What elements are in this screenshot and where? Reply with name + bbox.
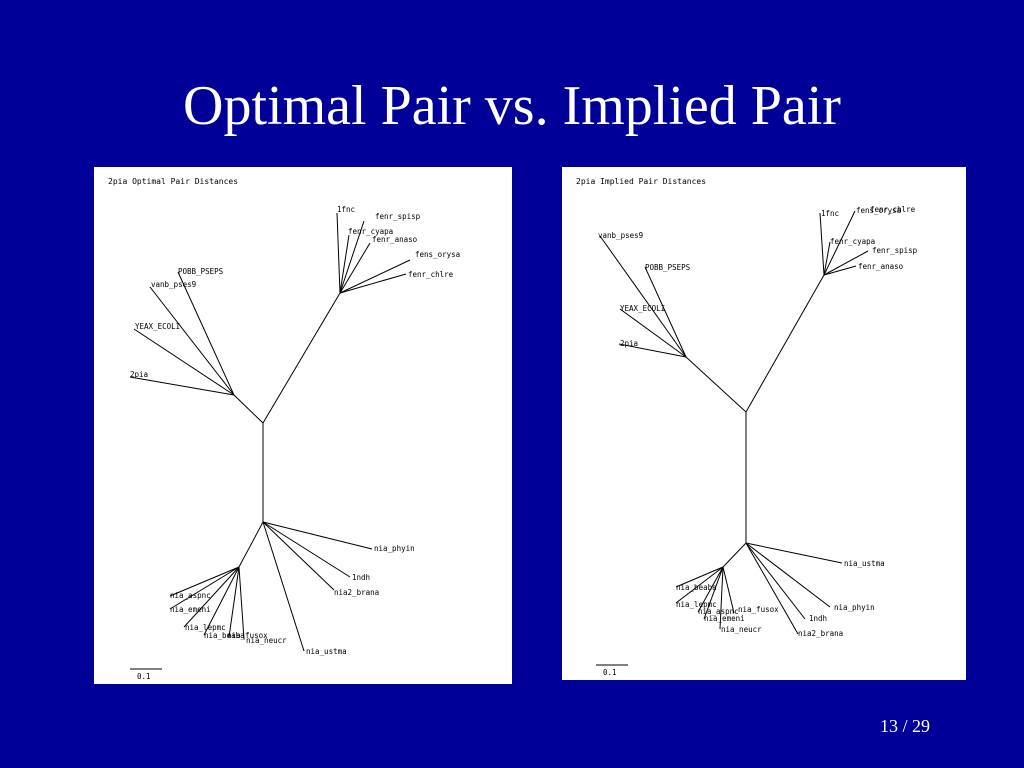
tree-branch (719, 566, 724, 630)
tree-branch (203, 566, 240, 636)
leaf-label: fenr_cyapa (348, 227, 393, 236)
leaf-label: nia_lepmc (185, 623, 226, 632)
leaf-label: fens_orysa (415, 250, 460, 259)
tree-branch (262, 521, 305, 652)
tree-branch (129, 376, 235, 396)
tree-branch (233, 394, 264, 424)
leaf-label: nia_aspnc (170, 591, 211, 600)
leaf-label: fenr_chlre (408, 270, 454, 279)
tree-branch (262, 292, 341, 424)
leaf-label: nia_ustma (844, 559, 885, 568)
leaf-label: nia_phyin (834, 603, 875, 612)
leaf-label: 1fnc (821, 209, 839, 218)
leaf-label: fenr_anaso (858, 262, 904, 271)
leaf-label: 1ndh (809, 614, 827, 623)
implied-pair-tree-panel: 2pia Implied Pair Distances 1fnc (562, 167, 966, 680)
tree-branch (823, 250, 869, 276)
leaf-label: nia_neucr (246, 636, 287, 645)
leaf-label: 2pia (620, 339, 638, 348)
tree-branch (339, 273, 407, 294)
tree-branch (685, 356, 747, 413)
scale-label: 0.1 (137, 672, 151, 681)
tree-branch (336, 212, 341, 294)
tree-branch (339, 220, 365, 294)
tree-branch (675, 566, 724, 588)
optimal-tree-diagram: 1fnc fenr_spisp fenr_cyapa fenr_anaso fe… (129, 205, 460, 681)
tree-branch (262, 521, 335, 591)
leaf-label: fens_orysa (856, 206, 901, 215)
leaf-label: nia_fusox (738, 605, 779, 614)
tree-branch (177, 271, 235, 396)
optimal-pair-tree-panel: 2pia Optimal Pair Distances (94, 167, 512, 684)
leaf-label: nia_ustma (306, 647, 347, 656)
leaf-label: nia_phyin (374, 544, 415, 553)
tree-branch (339, 242, 371, 294)
tree-branch (262, 521, 351, 578)
leaf-label: nia_beaba (204, 631, 245, 640)
tree-branch (339, 259, 411, 294)
tree-branch (745, 274, 825, 413)
leaf-label: nia_emeni (170, 605, 211, 614)
leaf-label: nia_lepmc (676, 600, 717, 609)
tree-branch (819, 212, 825, 276)
scale-label: 0.1 (603, 668, 617, 677)
leaf-label: fenr_spisp (375, 212, 421, 221)
tree-branch (745, 542, 843, 564)
tree-branch (703, 566, 724, 620)
tree-branch (228, 566, 240, 638)
tree-branch (133, 328, 235, 396)
page-number: 13 / 29 (880, 716, 931, 736)
tree-branch (823, 265, 857, 276)
tree-branch (169, 566, 240, 597)
leaf-label: vanb_pses9 (598, 231, 643, 240)
leaf-label: POBB_PSEPS (645, 263, 691, 272)
leaf-label: nia_fusox (227, 631, 268, 640)
slide-title: Optimal Pair vs. Implied Pair (183, 75, 841, 137)
tree-branch (745, 542, 831, 608)
implied-tree-diagram: 1fnc fenr_chlre fens_orysa fenr_cyapa fe… (596, 205, 918, 677)
leaf-label: YEAX_ECOLI (135, 322, 180, 331)
tree-branch (183, 566, 240, 628)
tree-branch (262, 521, 373, 550)
leaf-label: 1ndh (352, 573, 370, 582)
leaf-label: nia2_brana (334, 588, 379, 597)
tree-branch (599, 235, 687, 358)
leaf-label: 1fnc (337, 205, 355, 214)
implied-tree-title: 2pia Implied Pair Distances (576, 177, 707, 186)
tree-branch (238, 521, 264, 568)
tree-branch (618, 343, 687, 358)
leaf-label: nia_aspnc (698, 607, 739, 616)
leaf-label: vanb_pses9 (151, 280, 196, 289)
tree-branch (169, 566, 240, 610)
optimal-tree-title: 2pia Optimal Pair Distances (108, 177, 239, 186)
tree-branch (722, 566, 735, 614)
leaf-label: fenr_cyapa (830, 237, 875, 246)
tree-branch (697, 566, 724, 613)
tree-branch (238, 566, 245, 640)
leaf-label: nia2_brana (798, 629, 843, 638)
leaf-label: nia_emeni (704, 614, 745, 623)
leaf-label: fenr_spisp (872, 246, 918, 255)
tree-branch (619, 308, 687, 358)
leaf-label: nia_beaba (676, 583, 717, 592)
tree-branch (149, 286, 235, 396)
tree-branch (644, 266, 687, 358)
leaf-label: POBB_PSEPS (178, 267, 224, 276)
leaf-label: nia_neucr (721, 625, 762, 634)
tree-branch (745, 542, 799, 635)
tree-branch (823, 241, 831, 276)
tree-branch (745, 542, 806, 620)
tree-branch (722, 542, 747, 568)
tree-branch (823, 210, 856, 276)
tree-branch (339, 234, 350, 294)
leaf-label: 2pia (130, 370, 148, 379)
tree-branch (675, 566, 724, 604)
leaf-label: fenr_anaso (372, 235, 418, 244)
leaf-label: fenr_chlre (870, 205, 916, 214)
leaf-label: YEAX_ECOLI (620, 304, 665, 313)
